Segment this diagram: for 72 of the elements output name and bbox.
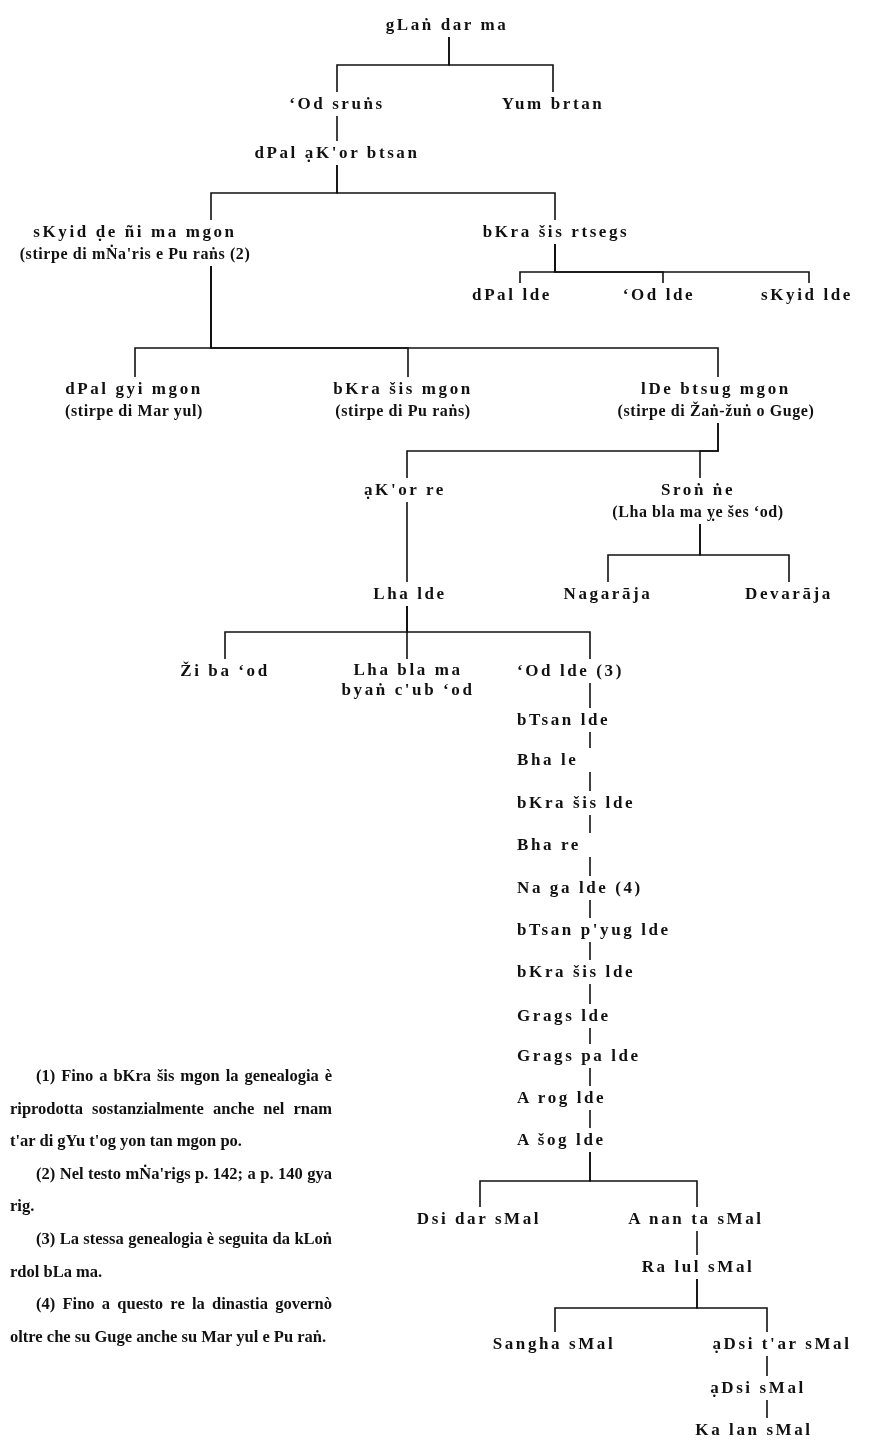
tree-connector (696, 1278, 768, 1333)
person-name: Lha lde (373, 583, 447, 605)
tree-connector (336, 164, 556, 221)
footnote: (1) Fino a bKra šis mgon la genealogia è riprodotta sostanzialmente anche nel rnam t'ar di gYu t'og yon tan mgon po. (10, 1065, 332, 1153)
person-name: dPal lde (472, 284, 552, 306)
person-name: A rog lde (517, 1087, 607, 1109)
tree-connector (448, 36, 554, 93)
person-name: bKra šis lde (517, 961, 636, 983)
footnote: (3) La stessa genealogia è seguita da kLoṅ rdol bLa ma. (10, 1227, 332, 1283)
person-name: ạDsi sMal (710, 1377, 806, 1399)
person-name: Devarāja (745, 583, 833, 605)
tree-connector (589, 1067, 591, 1087)
tree-connector (589, 1109, 591, 1129)
person-name: Ži ba ‘od (180, 660, 270, 682)
tree-connector (589, 899, 591, 919)
footnote: (2) Nel testo mṄa'rigs p. 142; a p. 140 gya rig. (10, 1162, 332, 1218)
person-name: Nagarāja (563, 583, 653, 605)
person-name: ‘Od lde (3) (517, 660, 624, 682)
person-name: ‘Od lde (622, 284, 696, 306)
person-name: Grags lde (517, 1005, 611, 1027)
person-name: bKra šis lde (517, 792, 636, 814)
tree-connector (589, 731, 591, 749)
person-name: dPal ạK'or btsan (254, 142, 420, 164)
lineage-note: (stirpe di mṄa'ris e Pu raṅs (2) (19, 243, 251, 265)
person-name: bTsan p'yug lde (517, 919, 671, 941)
lineage-note: (stirpe di Žaṅ-žuṅ o Guge) (617, 400, 815, 422)
person-name: Na ga lde (4) (517, 877, 643, 899)
person-name: lDe btsug mgon (640, 378, 792, 400)
tree-connector (589, 941, 591, 961)
person-name: A nan ta sMal (628, 1208, 764, 1230)
person-name: Lha bla ma byaṅ c'ub ‘od (340, 660, 476, 700)
person-name: Ra lul sMal (641, 1256, 755, 1278)
person-name: Sangha sMal (492, 1333, 616, 1355)
person-name: sKyid lde (761, 284, 853, 306)
tree-connector (589, 856, 591, 877)
tree-connector (589, 814, 591, 834)
person-name: dPal gyi mgon (65, 378, 203, 400)
tree-connector (406, 501, 408, 583)
person-name: Bha le (517, 749, 579, 771)
person-name: Bha re (517, 834, 581, 856)
person-name: gLaṅ dar ma (385, 14, 509, 36)
person-name: Ka lan sMal (695, 1419, 813, 1440)
person-name: bKra šis rtsegs (482, 221, 630, 243)
tree-connector (766, 1355, 768, 1377)
tree-connector (210, 265, 719, 378)
tree-connector (589, 1151, 698, 1208)
person-name: ạK'or re (364, 479, 446, 501)
tree-connector (589, 1027, 591, 1045)
person-name: Grags pa lde (517, 1045, 641, 1067)
person-name: bKra šis mgon (333, 378, 473, 400)
tree-connector (696, 1230, 698, 1256)
tree-connector (554, 243, 810, 284)
person-name: Yum brtan (501, 93, 605, 115)
tree-connector (406, 605, 591, 660)
tree-connector (699, 422, 719, 479)
tree-connector (589, 682, 591, 709)
tree-connector (699, 523, 790, 583)
lineage-note: (stirpe di Mar yul) (65, 401, 203, 422)
lineage-note: (stirpe di Pu raṅs) (334, 401, 472, 422)
tree-connector (589, 983, 591, 1005)
tree-connector (336, 115, 338, 142)
person-name: ạDsi t'ar sMal (712, 1333, 852, 1355)
tree-connector (766, 1399, 768, 1419)
person-name: bTsan lde (517, 709, 611, 731)
person-name: Sroṅ ṅe (659, 479, 737, 501)
person-name: ‘Od sruṅs (289, 93, 385, 115)
person-name: A šog lde (517, 1129, 606, 1151)
tree-connector (589, 771, 591, 792)
footnote: (4) Fino a questo re la dinastia governò oltre che su Guge anche su Mar yul e Pu raṅ. (10, 1293, 332, 1348)
lineage-note: (Lha bla ma ỵe šes ‘od) (612, 502, 784, 523)
person-name: Dsi dar sMal (416, 1208, 542, 1230)
person-name: sKyid ḍe ñi ma mgon (32, 221, 238, 243)
